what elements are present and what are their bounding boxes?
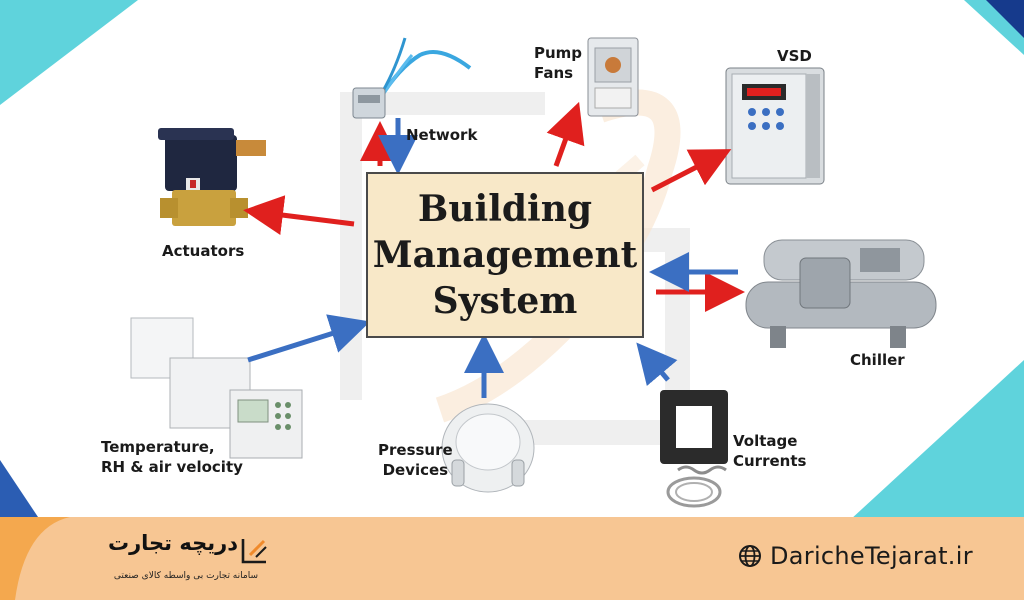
- temperature-label: Temperature, RH & air velocity: [101, 438, 243, 476]
- pump-fans-label: Pump Fans: [534, 44, 583, 82]
- temperature-sensor-icon: [130, 317, 303, 459]
- arrow-temperature-to-bms: [247, 314, 371, 363]
- vsd-drive-icon: [725, 67, 825, 185]
- brand-name: دریچه تجارت: [107, 531, 238, 555]
- globe-icon: [739, 545, 761, 567]
- pressure-label: Pressure Devices: [378, 441, 453, 479]
- actuators-label: Actuators: [162, 242, 245, 260]
- arrow-bms-to-pump-fans: [546, 101, 585, 167]
- brand-logo-icon: [241, 539, 267, 564]
- vsd-label: VSD: [777, 47, 812, 65]
- relay-icon: [587, 37, 639, 117]
- bms-title: Building Management System: [372, 188, 638, 322]
- footer-bar: [0, 517, 1024, 600]
- bms-center-box: Building Management System: [366, 172, 644, 338]
- corner-decoration-top-right: [964, 0, 1024, 55]
- brand-tagline: سامانه تجارت بی واسطه کالای صنعتی: [113, 571, 258, 581]
- website-link[interactable]: DaricheTejarat.ir: [738, 542, 973, 570]
- footer-curve-decoration: [0, 517, 70, 600]
- arrow-bms-to-vsd: [650, 149, 732, 193]
- website-text: DaricheTejarat.ir: [770, 542, 973, 570]
- chiller-icon: [745, 239, 937, 348]
- chiller-label: Chiller: [850, 351, 905, 369]
- corner-decoration-bottom-right: [850, 360, 1024, 520]
- arrow-voltage-to-bms: [636, 342, 678, 387]
- current-transformer-icon: [660, 390, 728, 508]
- network-cable-icon: [352, 37, 472, 119]
- corner-decoration-top-left: [0, 0, 138, 105]
- voltage-label: Voltage Currents: [733, 432, 807, 470]
- pressure-switch-icon: [441, 403, 535, 493]
- arrow-bms-to-actuators: [243, 195, 355, 235]
- corner-decoration-left-edge: [0, 460, 40, 520]
- network-label: Network: [406, 126, 478, 144]
- solenoid-valve-icon: [158, 128, 266, 226]
- brand-block[interactable]: دریچه تجارت سامانه تجارت بی واسطه کالای …: [100, 531, 270, 591]
